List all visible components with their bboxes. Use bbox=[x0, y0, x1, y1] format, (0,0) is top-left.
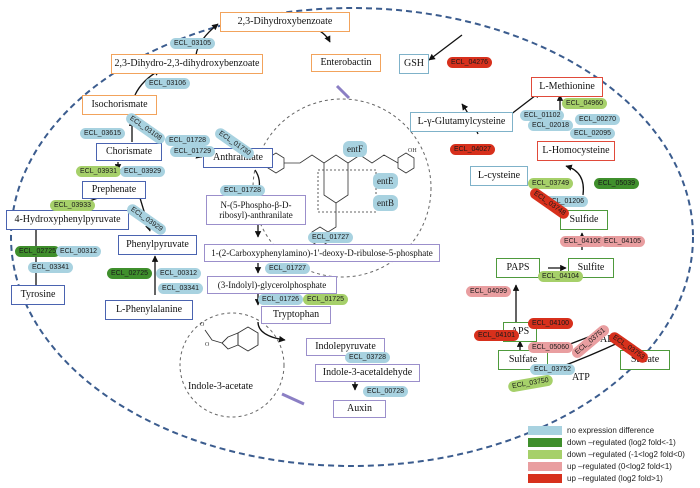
gene-ecl-00270: ECL_00270 bbox=[575, 114, 620, 125]
gene-ecl-00312a: ECL_00312 bbox=[56, 246, 101, 257]
cell-boundary bbox=[10, 7, 694, 467]
gene-ecl-02725a: ECL_02725 bbox=[15, 246, 60, 257]
compound-indoleacetaldehyde: Indole-3-acetaldehyde bbox=[315, 364, 420, 382]
legend-label: down –regulated (-1<log2 fold<0) bbox=[567, 450, 685, 459]
legend-item: down –regulated (-1<log2 fold<0) bbox=[528, 449, 685, 460]
compound-dhb: 2,3-Dihydroxybenzoate bbox=[220, 12, 350, 32]
gene-ecl-01206: ECL_01206 bbox=[543, 196, 588, 207]
gene-ecl-02095: ECL_02095 bbox=[570, 128, 615, 139]
legend-swatch bbox=[528, 450, 562, 459]
compound-atp: ATP bbox=[572, 372, 590, 383]
compound-indoleacetate: Indole-3-acetate bbox=[188, 381, 253, 392]
legend-swatch bbox=[528, 462, 562, 471]
gene-ecl-03929a: ECL_03929 bbox=[120, 166, 165, 177]
compound-homocysteine: L-Homocysteine bbox=[537, 141, 615, 161]
gene-ecl-03933: ECL_03933 bbox=[50, 200, 95, 211]
compound-dihydro: 2,3-Dihydro-2,3-dihydroxybenzoate bbox=[111, 54, 263, 74]
gene-ecl-03615: ECL_03615 bbox=[80, 128, 125, 139]
legend-item: no expression difference bbox=[528, 425, 654, 436]
compound-nphospho: N-(5-Phospho-β-D-ribosyl)-anthranilate bbox=[206, 195, 306, 225]
compound-paps: PAPS bbox=[496, 258, 540, 278]
legend-label: no expression difference bbox=[567, 426, 655, 435]
svg-text:OH: OH bbox=[408, 148, 417, 154]
gene-ecl-01727b: ECL_01727 bbox=[265, 263, 310, 274]
legend-swatch bbox=[528, 426, 562, 435]
legend-item: up –regulated (log2 fold>1) bbox=[528, 473, 663, 484]
entE-label: entE bbox=[373, 173, 398, 189]
gene-ecl-04960: ECL_04960 bbox=[562, 98, 607, 109]
legend-label: up –regulated (log2 fold>1) bbox=[567, 474, 663, 483]
gene-ecl-02725b: ECL_02725 bbox=[107, 268, 152, 279]
compound-isochorismate: Isochorismate bbox=[82, 95, 157, 115]
gene-ecl-03341b: ECL_03341 bbox=[158, 283, 203, 294]
compound-carboxy: 1-(2-Carboxyphenylamino)-1'-deoxy-D-ribu… bbox=[204, 244, 440, 262]
entB-label: entB bbox=[373, 195, 398, 211]
compound-tyrosine: Tyrosine bbox=[11, 285, 65, 305]
legend-item: up –regulated (0<log2 fold<1) bbox=[528, 461, 672, 472]
legend-swatch bbox=[528, 438, 562, 447]
indoleacetate-structure: O O bbox=[200, 322, 259, 352]
gene-ecl-01102: ECL_01102 bbox=[520, 110, 565, 121]
gene-ecl-05060: ECL_05060 bbox=[528, 342, 573, 353]
gene-ecl-01726: ECL_01726 bbox=[258, 294, 303, 305]
gene-ecl-02018: ECL_02018 bbox=[528, 120, 573, 131]
gene-ecl-04106: ECL_04106 bbox=[560, 236, 605, 247]
indoleacetate-structure-circle bbox=[179, 312, 285, 418]
compound-glutamylcysteine: L-γ-Glutamylcysteine bbox=[410, 112, 513, 132]
legend-label: up –regulated (0<log2 fold<1) bbox=[567, 462, 672, 471]
compound-tryptophan: Tryptophan bbox=[261, 306, 331, 324]
gene-ecl-01729: ECL_01729 bbox=[170, 146, 215, 157]
gene-ecl-01725: ECL_01725 bbox=[303, 294, 348, 305]
compound-auxin: Auxin bbox=[333, 400, 386, 418]
legend-item: down –regulated (log2 fold<-1) bbox=[528, 437, 676, 448]
gene-ecl-03752: ECL_03752 bbox=[530, 364, 575, 375]
compound-sulfide: Sulfide bbox=[560, 210, 608, 230]
gene-ecl-04027: ECL_04027 bbox=[450, 144, 495, 155]
svg-text:O: O bbox=[205, 342, 210, 348]
indoleacetate-link-bar bbox=[281, 392, 305, 406]
entF-label: entF bbox=[343, 141, 368, 157]
compound-prephenate: Prephenate bbox=[82, 181, 146, 199]
compound-indolylglycerol: (3-Indolyl)-glycerolphosphate bbox=[207, 276, 337, 294]
gene-ecl-04276: ECL_04276 bbox=[447, 57, 492, 68]
compound-cysteine: L-cysteine bbox=[470, 166, 528, 186]
gene-ecl-01728a: ECL_01728 bbox=[165, 135, 210, 146]
gene-ecl-05039: ECL_05039 bbox=[594, 178, 639, 189]
gene-ecl-04105: ECL_04105 bbox=[600, 236, 645, 247]
gene-ecl-01727a: ECL_01727 bbox=[308, 232, 353, 243]
enterobactin-structure-circle bbox=[252, 98, 432, 278]
gene-ecl-04104: ECL_04104 bbox=[538, 271, 583, 282]
compound-methionine: L-Methionine bbox=[531, 77, 603, 97]
compound-hpp: 4-Hydroxyphenylpyruvate bbox=[6, 210, 129, 230]
gene-ecl-03105: ECL_03105 bbox=[170, 38, 215, 49]
compound-chorismate: Chorismate bbox=[96, 143, 162, 161]
gene-ecl-00728: ECL_00728 bbox=[363, 386, 408, 397]
compound-phenylpyruvate: Phenylpyruvate bbox=[118, 235, 197, 255]
compound-phenylalanine: L-Phenylalanine bbox=[105, 300, 193, 320]
compound-enterobactin: Enterobactin bbox=[311, 54, 381, 72]
gene-ecl-03728: ECL_03728 bbox=[345, 352, 390, 363]
gene-ecl-04099: ECL_04099 bbox=[466, 286, 511, 297]
gene-ecl-04101: ECL_04101 bbox=[474, 330, 519, 341]
gene-ecl-03749: ECL_03749 bbox=[528, 178, 573, 189]
gene-ecl-01728b: ECL_01728 bbox=[220, 185, 265, 196]
gene-ecl-00312b: ECL_00312 bbox=[156, 268, 201, 279]
gene-ecl-03341a: ECL_03341 bbox=[28, 262, 73, 273]
legend-label: down –regulated (log2 fold<-1) bbox=[567, 438, 676, 447]
gene-ecl-04100: ECL_04100 bbox=[528, 318, 573, 329]
compound-gsh: GSH bbox=[399, 54, 429, 74]
gene-ecl-03931: ECL_03931 bbox=[76, 166, 121, 177]
enterobactin-link-bar bbox=[335, 84, 351, 100]
gene-ecl-03106: ECL_03106 bbox=[145, 78, 190, 89]
legend-swatch bbox=[528, 474, 562, 483]
svg-text:O: O bbox=[200, 322, 205, 328]
